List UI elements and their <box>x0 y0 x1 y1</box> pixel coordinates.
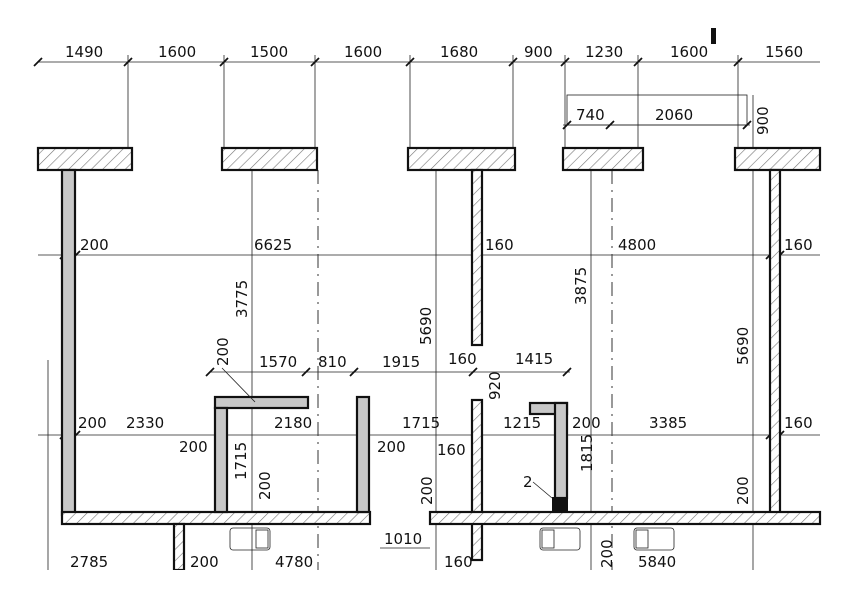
dim-label: 920 <box>486 371 504 400</box>
dim-label: 200 <box>572 414 601 432</box>
bottom-dimension-labels: 2785 200 4780 1010 160 200 5840 <box>70 530 676 571</box>
dim-label: 1915 <box>382 353 420 371</box>
dimension-lines <box>38 55 820 570</box>
dim-label: 900 <box>754 106 772 135</box>
dim-label: 3385 <box>649 414 687 432</box>
ventilation-shaft <box>552 497 568 512</box>
dim-label: 200 <box>78 414 107 432</box>
dim-label: 1500 <box>250 43 288 61</box>
dim-label: 200 <box>734 476 752 505</box>
dim-label: 4780 <box>275 553 313 571</box>
dim-label: 1715 <box>232 442 250 480</box>
exterior-wall-segment <box>220 146 319 172</box>
dim-label: 3775 <box>233 280 251 318</box>
dimension-ticks <box>33 28 785 440</box>
dim-label: 3875 <box>572 267 590 305</box>
partition-wall <box>470 398 484 562</box>
dim-label: 200 <box>190 553 219 571</box>
dim-label: 1815 <box>578 434 596 472</box>
dim-label: 900 <box>524 43 553 61</box>
dim-label: 5690 <box>417 307 435 345</box>
dim-label: 5840 <box>638 553 676 571</box>
dim-label: 1600 <box>158 43 196 61</box>
exterior-wall-segment <box>561 146 645 172</box>
dim-label: 160 <box>448 350 477 368</box>
dim-label: 4800 <box>618 236 656 254</box>
interior-wall <box>553 401 569 500</box>
right-wall <box>768 168 782 517</box>
room-dimension-labels: 200 6625 160 4800 160 3775 5690 3875 569… <box>78 236 813 505</box>
dim-label: 1490 <box>65 43 103 61</box>
dim-label: 5690 <box>734 327 752 365</box>
interior-wall <box>213 406 229 514</box>
dim-label: 1680 <box>440 43 478 61</box>
dim-label: 1560 <box>765 43 803 61</box>
dim-label: 1600 <box>344 43 382 61</box>
dim-label: 200 <box>179 438 208 456</box>
radiator-icon <box>633 527 675 551</box>
dim-label: 200 <box>598 539 616 568</box>
dim-label: 1570 <box>259 353 297 371</box>
exterior-wall-segment <box>733 146 822 172</box>
dim-label: 2785 <box>70 553 108 571</box>
corridor-wall <box>428 510 822 526</box>
dim-label: 1010 <box>384 530 422 548</box>
dim-label: 1415 <box>515 350 553 368</box>
dim-label: 6625 <box>254 236 292 254</box>
partition-wall <box>172 522 186 572</box>
dim-label: 810 <box>318 353 347 371</box>
dim-label: 200 <box>418 476 436 505</box>
exterior-wall-segment <box>406 146 517 172</box>
top-dimension-labels: 1490 1600 1500 1600 1680 900 1230 1600 1… <box>65 43 803 135</box>
dim-label: 200 <box>214 337 232 366</box>
dim-label: 200 <box>80 236 109 254</box>
dim-label: 200 <box>256 471 274 500</box>
dim-label: 160 <box>784 414 813 432</box>
dim-label: 2330 <box>126 414 164 432</box>
partition-wall <box>470 168 484 347</box>
dim-label: 160 <box>485 236 514 254</box>
dim-label: 1715 <box>402 414 440 432</box>
dim-label: 740 <box>576 106 605 124</box>
dim-label: 2060 <box>655 106 693 124</box>
left-wall <box>60 168 77 517</box>
dim-label: 1215 <box>503 414 541 432</box>
dim-label: 200 <box>377 438 406 456</box>
dim-label: 2180 <box>274 414 312 432</box>
dim-label: 2 <box>523 473 533 491</box>
corridor-wall <box>60 510 372 526</box>
walls <box>36 146 822 572</box>
dim-label: 160 <box>437 441 466 459</box>
radiator-icon <box>229 527 271 551</box>
dim-label: 1600 <box>670 43 708 61</box>
interior-wall <box>213 395 310 410</box>
dim-label: 1230 <box>585 43 623 61</box>
radiator-icon <box>539 527 581 551</box>
exterior-wall-segment <box>36 146 134 172</box>
dim-label: 160 <box>444 553 473 571</box>
dim-label: 160 <box>784 236 813 254</box>
interior-wall <box>355 395 371 514</box>
